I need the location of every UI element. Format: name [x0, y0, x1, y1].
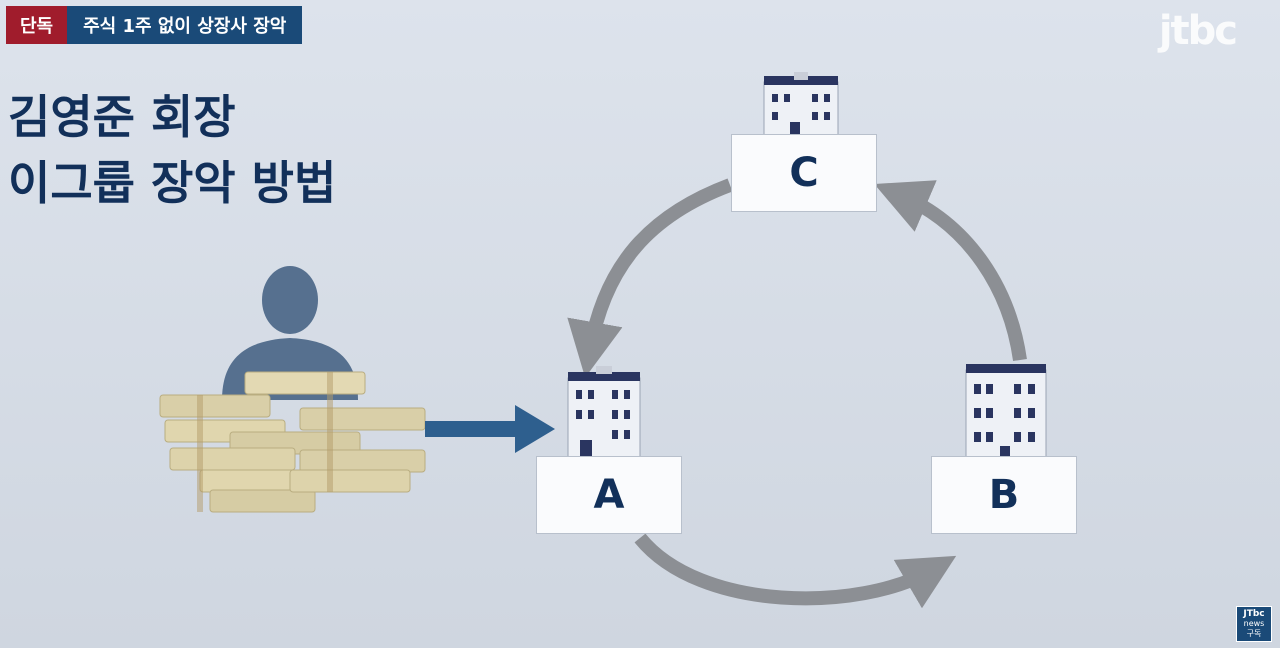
arrow-c-to-a [567, 178, 733, 378]
company-b-box: B [931, 456, 1077, 534]
title-line-1: 김영준 회장 [8, 90, 236, 144]
subscribe-sub: news [1243, 619, 1265, 628]
building-c-icon [763, 72, 839, 141]
headline-text: 주식 1주 없이 상장사 장악 [67, 6, 303, 44]
building-b-icon [965, 364, 1047, 467]
arrow-b-to-c [874, 180, 1027, 361]
investment-arrow [425, 405, 555, 453]
title-line-2: 이그룹 장악 방법 [8, 156, 337, 210]
money-stack-icon [159, 371, 426, 513]
subscribe-label: 구독 [1246, 629, 1262, 638]
company-c-box: C [731, 134, 877, 212]
building-a-icon [567, 366, 641, 463]
page-title: 김영준 회장 이그룹 장악 방법 [8, 84, 336, 216]
subscribe-badge[interactable]: JTbc news 구독 [1236, 606, 1272, 642]
subscribe-logo: JTbc [1243, 609, 1265, 619]
company-a-box: A [536, 456, 682, 534]
headline-bar: 단독 주식 1주 없이 상장사 장악 [6, 6, 303, 44]
jtbc-logo: jtbc [1158, 8, 1238, 54]
arrow-a-to-b [634, 533, 957, 609]
exclusive-tag: 단독 [6, 6, 68, 44]
